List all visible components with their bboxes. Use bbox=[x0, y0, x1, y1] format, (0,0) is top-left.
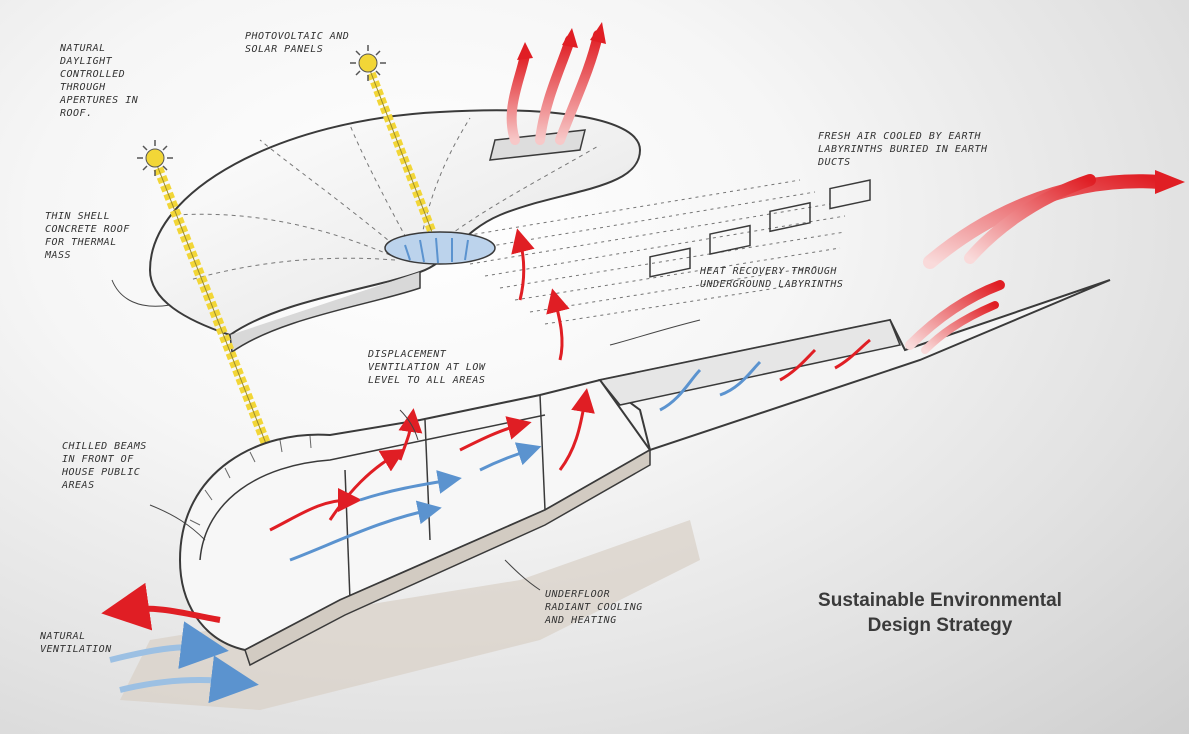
annotation-earth-ducts: Fresh air cooled by earth labyrinths bur… bbox=[818, 131, 988, 168]
annotation-chilled-beams: Chilled beams in front of house public a… bbox=[62, 441, 147, 491]
annotation-daylight: Natural daylight controlled through aper… bbox=[60, 43, 139, 119]
annotation-heat-recovery: Heat recovery through underground labyri… bbox=[700, 266, 844, 290]
fresh-air-intake-arrows bbox=[905, 170, 1185, 354]
annotation-leaders bbox=[111, 279, 701, 591]
annotation-photovoltaic: Photovoltaic and solar panels bbox=[245, 31, 350, 55]
diagram-caption: Sustainable Environmental Design Strateg… bbox=[740, 588, 1140, 638]
earth-duct-grid bbox=[439, 179, 846, 325]
natural-ventilation-arrows bbox=[101, 582, 259, 704]
thin-shell-roof bbox=[148, 109, 642, 354]
caption-line-2: Design Strategy bbox=[867, 615, 1013, 636]
annotation-thin-shell: Thin shell concrete roof for thermal mas… bbox=[45, 211, 130, 261]
caption-line-1: Sustainable Environmental bbox=[818, 590, 1062, 611]
annotation-natural-ventilation: Natural ventilation bbox=[40, 631, 112, 655]
interior-airflow-arrows bbox=[269, 228, 595, 562]
sun-icon-right bbox=[350, 45, 386, 81]
ground-shadow bbox=[120, 520, 700, 710]
annotation-displacement: Displacement ventilation at low level to… bbox=[368, 349, 486, 386]
annotation-underfloor: Underfloor radiant cooling and heating bbox=[545, 589, 643, 626]
sun-icon-left bbox=[137, 140, 173, 176]
exhaust-airflow-arrows bbox=[506, 22, 606, 145]
